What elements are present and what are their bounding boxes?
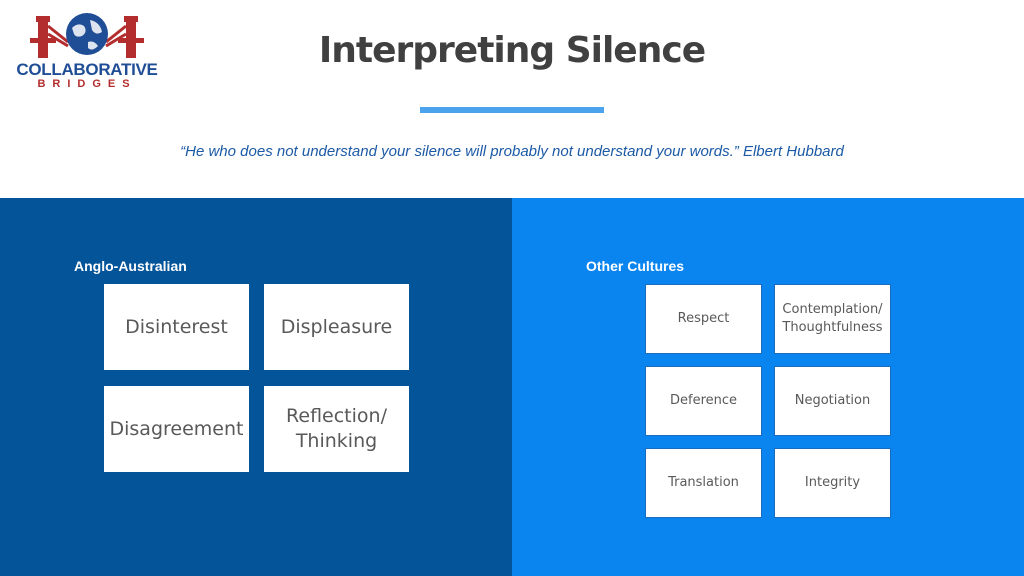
card-label: Disagreement [109,417,244,440]
card-respect: Respect [645,284,762,354]
card-displeasure: Displeasure [264,284,409,370]
card-contemplation-thoughtfulness: Contemplation/ Thoughtfulness [774,284,891,354]
card-label: Respect [677,311,730,326]
other-cultures-panel: Other Cultures Respect Contemplation/ Th… [512,198,1024,576]
panel-label-anglo-australian: Anglo-Australian [74,258,187,274]
logo-wordmark: COLLABORATIVE [16,60,158,79]
page-title: Interpreting Silence [318,30,706,71]
card-label: Negotiation [794,393,871,408]
card-label: Integrity [804,475,861,490]
bridge-globe-icon [30,13,144,58]
anglo-australian-panel: Anglo-Australian Disinterest Displeasure… [0,198,512,576]
card-label: Translation [668,475,739,490]
card-label: Displeasure [280,315,393,338]
card-label: Reflection/ Thinking [286,405,387,452]
card-negotiation: Negotiation [774,366,891,436]
card-label: Deference [669,393,738,408]
panel-label-other-cultures: Other Cultures [586,258,685,274]
card-disagreement: Disagreement [104,386,249,472]
card-integrity: Integrity [774,448,891,518]
logo-subtitle: BRIDGES [37,78,137,90]
card-disinterest: Disinterest [104,284,249,370]
card-reflection-thinking: Reflection/ Thinking [264,386,409,472]
quote-text: “He who does not understand your silence… [180,143,844,160]
card-label: Disinterest [125,315,228,338]
card-translation: Translation [645,448,762,518]
title-underline [420,107,604,113]
collaborative-bridges-logo: COLLABORATIVE BRIDGES [12,10,162,92]
card-deference: Deference [645,366,762,436]
card-label: Contemplation/ Thoughtfulness [782,302,883,335]
